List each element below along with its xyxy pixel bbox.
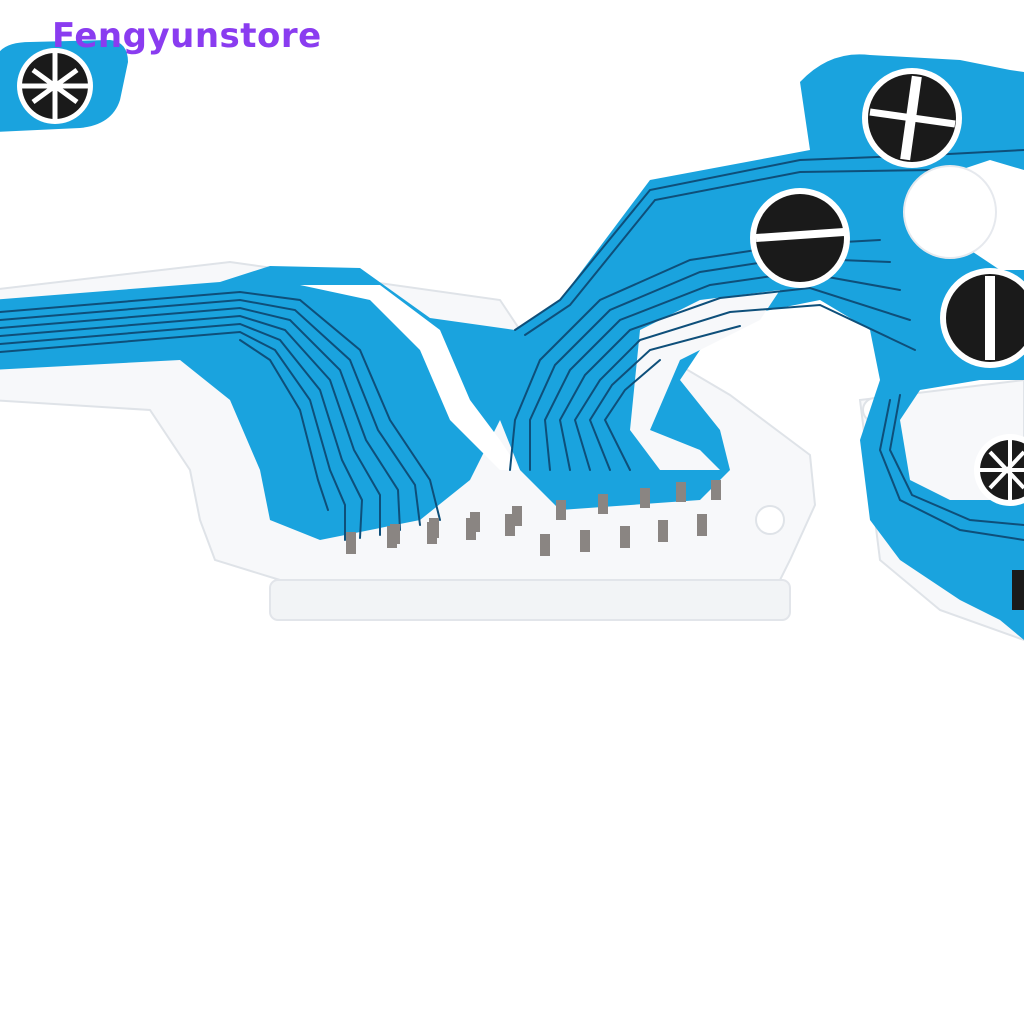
cross-contact-icon bbox=[974, 434, 1024, 506]
watermark-label: Fengyunstore bbox=[52, 16, 322, 56]
round-contact-icon bbox=[903, 165, 997, 259]
connector-pads bbox=[346, 480, 721, 556]
round-contact-icon bbox=[1012, 570, 1024, 610]
round-contact-icon bbox=[940, 268, 1024, 368]
round-contact-icon bbox=[750, 188, 850, 288]
cross-contact-icon bbox=[0, 40, 128, 132]
round-contact-icon bbox=[862, 68, 962, 168]
